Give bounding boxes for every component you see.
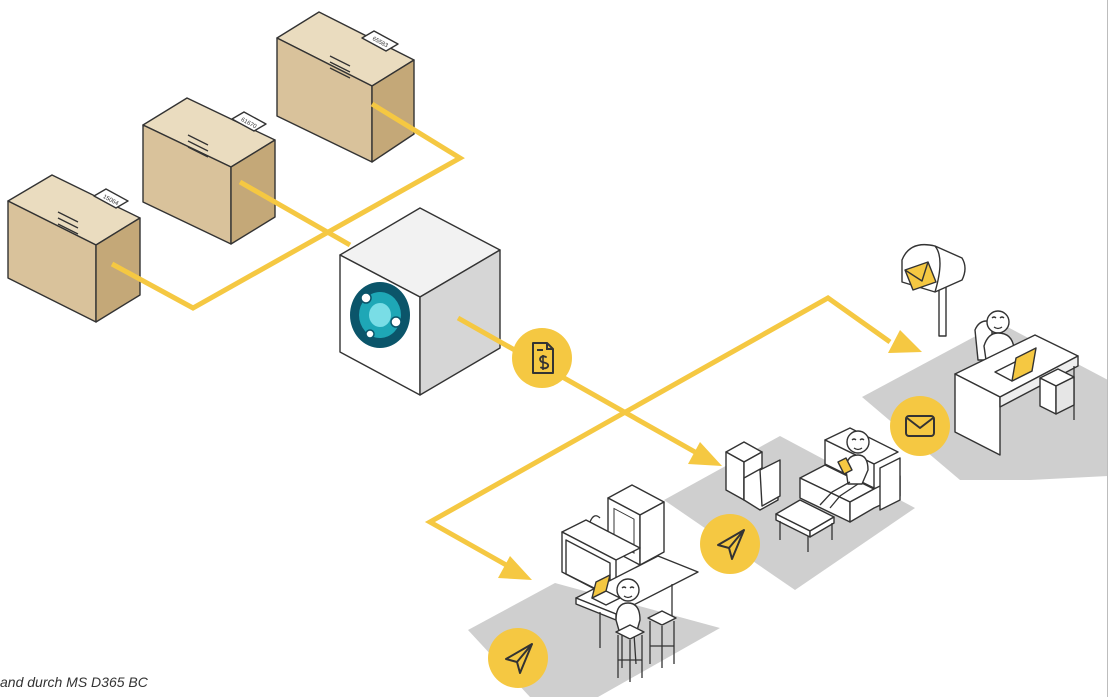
bar-stool-2 <box>647 610 677 668</box>
phone-icon <box>837 457 853 475</box>
laptop-icon <box>994 347 1037 382</box>
cardboard-box-3: 15064 <box>7 174 141 323</box>
badge-email <box>890 396 950 456</box>
badge-send-kitchen <box>488 628 548 688</box>
bar-stool-1 <box>615 624 645 682</box>
flow-lines <box>110 101 465 311</box>
arrowhead-kitchen <box>498 556 532 580</box>
business-central-logo-icon <box>350 282 410 348</box>
kitchen-person <box>615 578 641 668</box>
cardboard-box-2: 61670 <box>142 97 276 245</box>
filing-cabinet <box>1039 368 1075 415</box>
figure-caption: and durch MS D365 BC <box>0 674 148 690</box>
coffee-table <box>775 499 835 552</box>
badge-invoice <box>512 328 572 388</box>
send-icon <box>505 643 533 674</box>
flow-box2 <box>238 179 352 248</box>
flow-lines-out <box>424 295 922 580</box>
cardboard-box-1: 65583 <box>276 11 415 163</box>
lounge-person <box>819 430 870 509</box>
invoice-icon <box>532 342 554 374</box>
arrowhead-office <box>888 330 922 353</box>
lounge-scene <box>725 427 901 552</box>
badge-send-lounge <box>700 514 760 574</box>
arrowhead-lounge <box>688 442 722 466</box>
server-cube <box>339 207 501 396</box>
kitchen-scene <box>561 484 699 682</box>
envelope-icon <box>904 261 937 291</box>
flow-to-kitchen-and-office <box>424 295 892 569</box>
flow-to-lounge <box>456 315 697 455</box>
email-icon <box>905 415 935 437</box>
armchair <box>725 441 781 511</box>
office-scene <box>901 243 1079 456</box>
mailbox <box>901 243 966 337</box>
send-icon <box>717 529 745 560</box>
